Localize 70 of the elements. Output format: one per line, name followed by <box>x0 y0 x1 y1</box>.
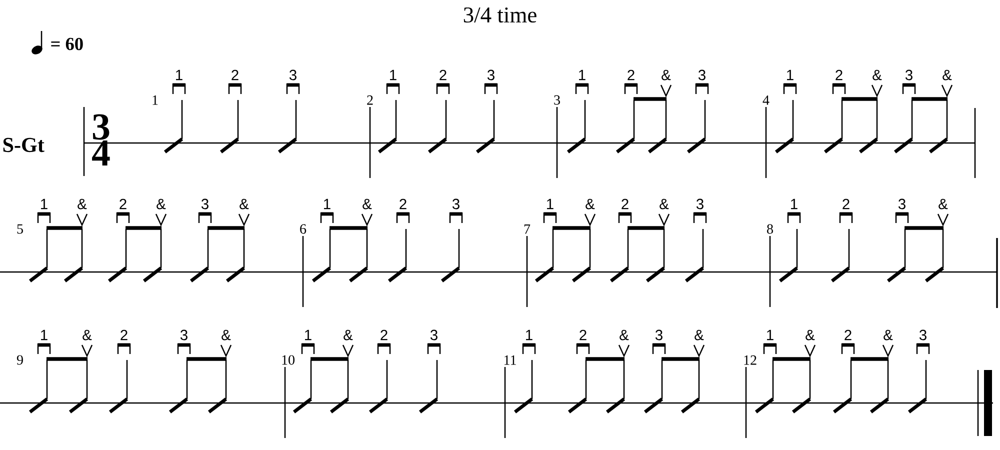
count-label: & <box>78 198 87 210</box>
time-signature-digit: 3 <box>92 114 110 140</box>
title: 3/4 time <box>464 7 536 23</box>
count-label: 1 <box>787 70 794 80</box>
measure-number: 1 <box>152 95 158 105</box>
count-label: 2 <box>232 70 238 80</box>
count-label: 2 <box>120 330 128 340</box>
count-label: 3 <box>905 70 912 80</box>
count-label: 3 <box>696 198 704 210</box>
instrument-label: S-Gt <box>3 138 44 152</box>
count-label: & <box>156 198 166 210</box>
count-label: 2 <box>380 330 388 340</box>
count-label: 2 <box>120 198 126 210</box>
measure-number: 3 <box>554 95 560 105</box>
count-label: 2 <box>440 70 446 80</box>
measure-number: 6 <box>300 224 306 234</box>
count-label: 1 <box>176 70 182 80</box>
measure-number: 11 <box>504 355 516 365</box>
count-label: 3 <box>487 70 494 80</box>
count-label: 3 <box>452 198 460 210</box>
measure-number: 8 <box>767 224 773 234</box>
count-label: & <box>240 198 249 210</box>
count-label: 1 <box>41 198 48 210</box>
count-label: 3 <box>180 330 188 340</box>
count-label: 3 <box>655 330 662 340</box>
count-label: 2 <box>836 70 842 80</box>
count-label: 3 <box>201 198 208 210</box>
count-label: 1 <box>547 198 554 210</box>
count-label: & <box>222 330 231 340</box>
count-label: 3 <box>898 198 906 210</box>
count-label: & <box>362 198 372 210</box>
count-label: & <box>660 198 669 210</box>
time-signature-digit: 4 <box>92 140 110 166</box>
count-label: 3 <box>289 70 296 80</box>
count-label: 3 <box>430 330 438 340</box>
count-label: 1 <box>579 70 586 80</box>
count-label: 2 <box>622 198 628 210</box>
count-label: & <box>82 330 92 340</box>
count-label: 2 <box>580 330 586 340</box>
count-label: 2 <box>842 198 850 210</box>
count-label: 1 <box>390 70 396 80</box>
count-label: 2 <box>628 70 634 80</box>
measure-number: 9 <box>16 355 23 365</box>
count-label: 1 <box>767 330 774 340</box>
count-label: 1 <box>41 330 48 340</box>
measure-number: 2 <box>367 95 373 105</box>
count-label: 2 <box>844 330 852 340</box>
measure-number: 12 <box>744 355 756 365</box>
count-label: & <box>662 70 671 80</box>
measure-number: 7 <box>524 224 530 234</box>
count-label: 1 <box>324 198 330 210</box>
count-label: & <box>872 70 882 80</box>
measure-number: 5 <box>17 224 23 234</box>
count-label: & <box>938 198 948 210</box>
measure-number: 4 <box>762 95 770 105</box>
count-label: & <box>884 330 893 340</box>
measure-number: 10 <box>282 355 294 365</box>
count-label: & <box>694 330 704 340</box>
count-label: 3 <box>698 70 706 80</box>
count-label: 1 <box>791 198 798 210</box>
count-label: 1 <box>526 330 532 340</box>
count-label: & <box>942 70 952 80</box>
count-label: 1 <box>305 330 312 340</box>
count-label: 2 <box>400 198 406 210</box>
count-label: & <box>806 330 815 340</box>
tempo-marking: = 60 <box>51 38 83 50</box>
count-label: 3 <box>919 330 926 340</box>
count-label: & <box>344 330 353 340</box>
count-label: & <box>620 330 629 340</box>
count-label: & <box>586 198 595 210</box>
